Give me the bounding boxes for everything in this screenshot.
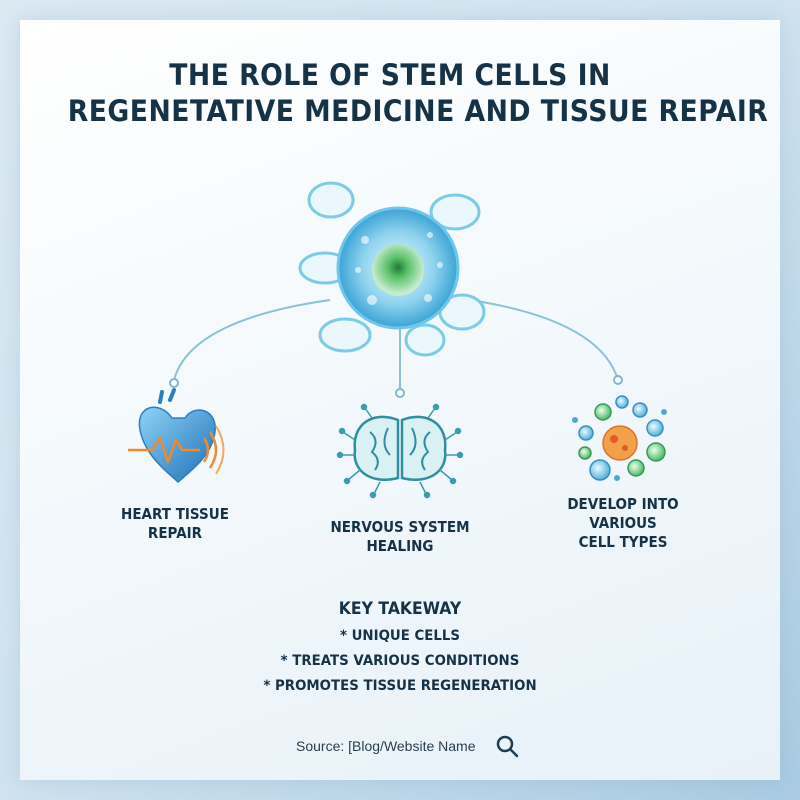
cells-icon [572,395,667,481]
heart-label-line-1: HEART TISSUE [121,505,229,523]
nervous-label-line-1: NERVOUS SYSTEM [330,518,470,536]
takeaway-item-3: * PROMOTES TISSUE REGENERATION [263,678,537,694]
stem-cell-icon [298,181,486,357]
key-takeaway-title: KEY TAKEWAY [338,599,462,619]
source-text: Source: [Blog/Website Name [296,738,476,754]
heart-label-line-2: REPAIR [147,524,203,542]
nervous-healing-label: NERVOUS SYSTEM HEALING [315,518,486,556]
brain-icon [336,403,464,499]
connector-lines [173,299,619,390]
title-line-1: THE ROLE OF STEM CELLS IN [169,58,611,92]
cell-types-label: DEVELOP INTO VARIOUS CELL TYPES [538,495,709,552]
heart-repair-label: HEART TISSUE REPAIR [90,505,261,543]
cell-types-line-3: CELL TYPES [578,533,668,551]
takeaway-item-2: * TREATS VARIOUS CONDITIONS [280,653,520,669]
title-line-2: REGENETATIVE MEDICINE AND TISSUE REPAIR [67,94,769,128]
takeaway-item-1: * UNIQUE CELLS [339,628,461,644]
search-icon[interactable] [496,735,519,758]
infographic-card [20,20,780,780]
heart-icon [128,388,225,484]
cell-types-line-1: DEVELOP INTO [567,495,679,513]
cell-types-line-2: VARIOUS [589,514,657,532]
nervous-label-line-2: HEALING [366,537,434,555]
